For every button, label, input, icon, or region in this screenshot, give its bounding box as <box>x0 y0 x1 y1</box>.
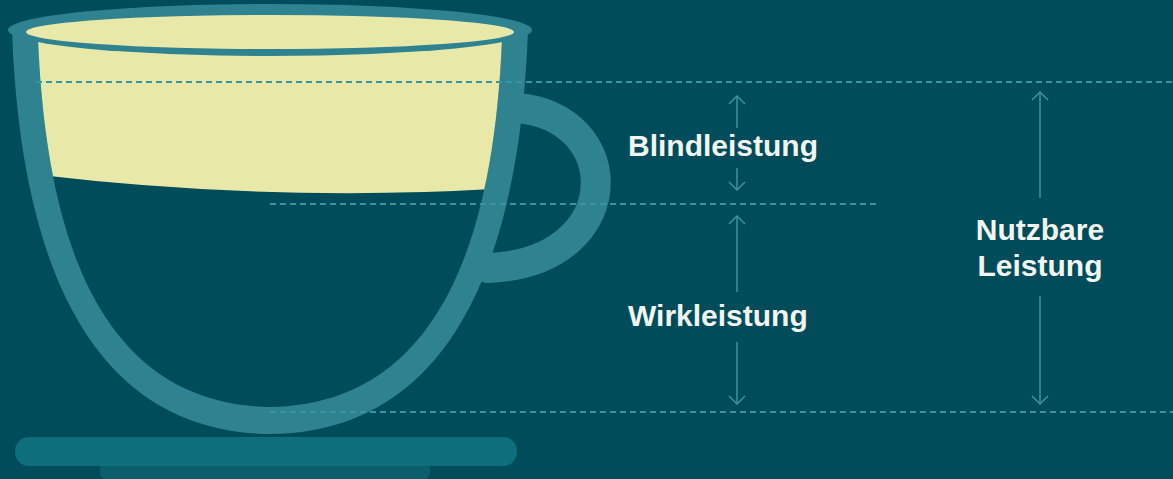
cup-rim <box>8 4 532 56</box>
arrow-head <box>729 396 745 404</box>
dimension-line <box>736 96 738 128</box>
dimension-line <box>736 168 738 190</box>
guide-line <box>36 81 1173 83</box>
dimension-line <box>736 342 738 404</box>
guide-line <box>270 203 880 205</box>
guide-line <box>270 411 1173 413</box>
arrow-head <box>729 216 745 224</box>
dimension-label: Blindleistung <box>628 128 888 164</box>
liquid-surface <box>26 15 514 49</box>
dimension-line <box>1039 92 1041 198</box>
saucer <box>15 437 517 466</box>
dimension-label: Wirkleistung <box>628 298 888 334</box>
arrow-head <box>729 96 745 104</box>
arrow-head <box>1032 396 1048 404</box>
arrow-head <box>1032 92 1048 100</box>
dimension-line <box>1039 296 1041 404</box>
dimension-label: Nutzbare Leistung <box>960 212 1120 284</box>
dimension-line <box>736 216 738 292</box>
arrow-head <box>729 182 745 190</box>
